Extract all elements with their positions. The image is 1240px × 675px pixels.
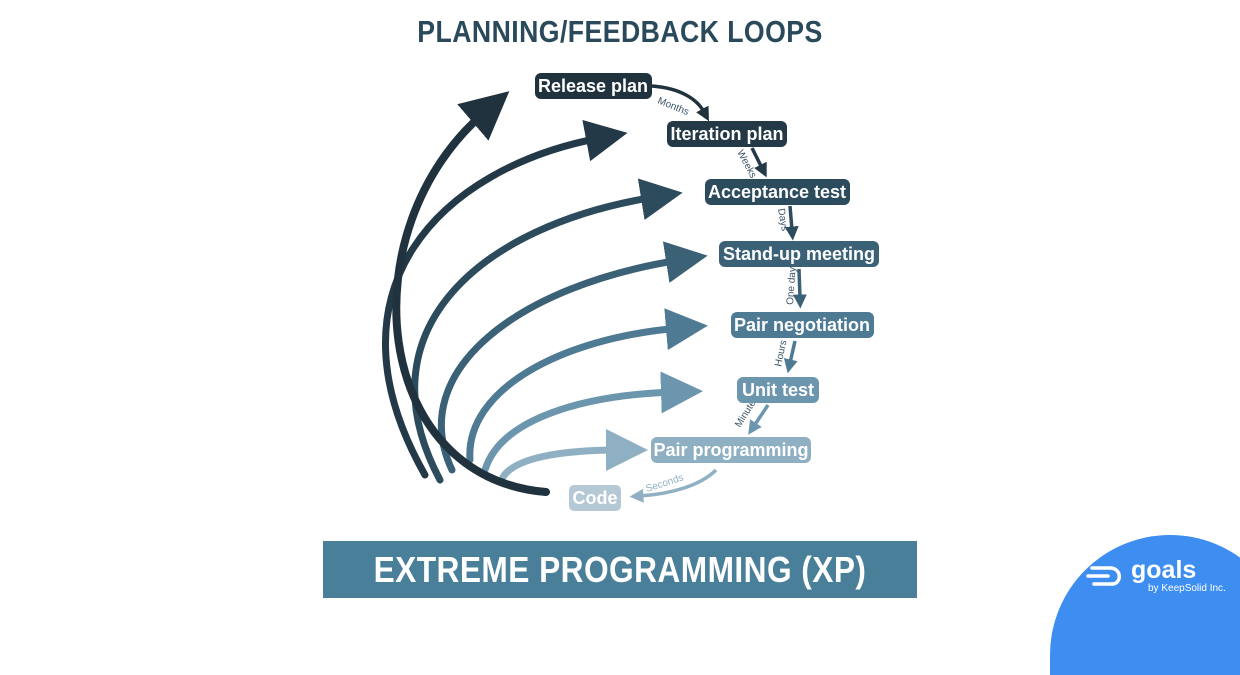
step-connector-seconds	[629, 468, 718, 503]
feedback-arc-1	[382, 119, 628, 479]
node-stand-up-meeting: Stand-up meeting	[719, 241, 879, 267]
feedback-arc-4	[466, 308, 708, 464]
step-connector-minutes	[748, 404, 770, 435]
svg-text:Release plan: Release plan	[538, 76, 648, 96]
logo-wordmark: goals	[1131, 556, 1197, 584]
svg-text:Code: Code	[573, 488, 618, 508]
step-connector-days	[784, 205, 799, 241]
step-connector-hours	[783, 340, 798, 374]
svg-text:Acceptance test: Acceptance test	[708, 182, 846, 202]
node-unit-test: Unit test	[737, 377, 819, 403]
interval-label: Hours	[773, 339, 789, 367]
node-code: Code	[569, 485, 621, 511]
node-release-plan: Release plan	[535, 73, 652, 99]
node-acceptance-test: Acceptance test	[705, 179, 850, 205]
node-pair-negotiation: Pair negotiation	[731, 312, 874, 338]
node-pair-programming: Pair programming	[651, 437, 811, 463]
step-connector-weeks	[750, 147, 767, 178]
svg-text:Iteration plan: Iteration plan	[670, 124, 783, 144]
step-connector-months	[651, 84, 709, 122]
feedback-arc-6	[499, 429, 648, 481]
feedback-arc-2	[411, 178, 683, 484]
footer-banner: EXTREME PROGRAMMING (XP)	[323, 541, 917, 598]
step-connector-one-day	[792, 268, 807, 309]
goals-logo-icon	[1086, 566, 1121, 586]
interval-label: Months	[656, 96, 691, 118]
node-iteration-plan: Iteration plan	[667, 121, 787, 147]
feedback-arc-3	[437, 241, 708, 474]
feedback-arc-5	[481, 371, 703, 474]
feedback-arc-0	[392, 91, 550, 496]
interval-label: Days	[775, 208, 790, 232]
svg-text:Stand-up meeting: Stand-up meeting	[723, 244, 875, 264]
interval-label: One day	[785, 267, 799, 305]
logo-tagline: by KeepSolid Inc.	[1148, 583, 1226, 594]
svg-text:Pair programming: Pair programming	[653, 440, 808, 460]
svg-text:Unit test: Unit test	[742, 380, 814, 400]
svg-text:Pair negotiation: Pair negotiation	[734, 315, 870, 335]
feedback-loops-diagram: Months Weeks Days One day Hours Minutes …	[382, 73, 879, 511]
banner-title: EXTREME PROGRAMMING (XP)	[373, 548, 867, 590]
page-title: PLANNING/FEEDBACK LOOPS	[417, 14, 823, 49]
